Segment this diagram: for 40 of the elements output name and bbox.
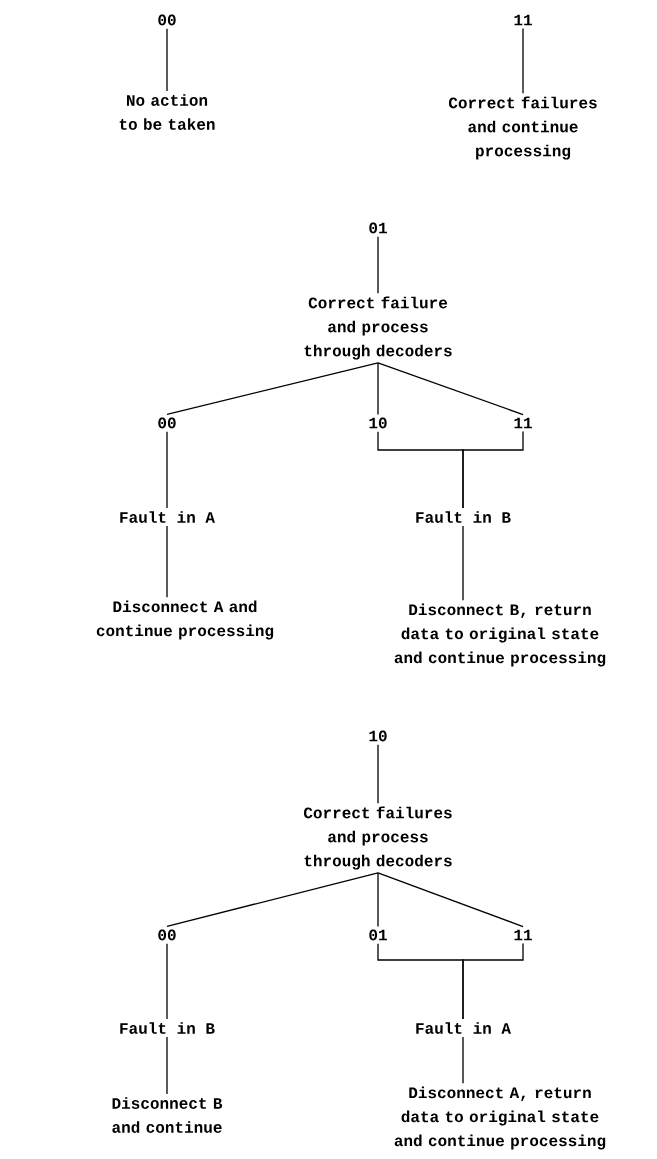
code-label: 10 bbox=[369, 417, 387, 429]
code-label: 00 bbox=[158, 14, 176, 26]
connector-line bbox=[166, 28, 168, 92]
code-label: 11 bbox=[514, 417, 532, 429]
connector-line bbox=[377, 362, 524, 416]
connector-line bbox=[377, 362, 379, 416]
action-text: Correct failures and continue processing bbox=[448, 96, 597, 160]
connector-line bbox=[166, 1036, 168, 1095]
fault-text: Fault in B bbox=[120, 1022, 215, 1034]
fault-text: Fault in A bbox=[120, 511, 215, 523]
code-label: 00 bbox=[158, 929, 176, 941]
connector-line bbox=[462, 1036, 464, 1084]
connector-line bbox=[166, 362, 379, 416]
action-text: Correct failure and process through decoders bbox=[304, 296, 452, 360]
connector-line bbox=[462, 942, 524, 1020]
connector-line bbox=[377, 236, 379, 294]
code-label: 00 bbox=[158, 417, 176, 429]
action-text: Disconnect B and continue bbox=[112, 1097, 223, 1133]
code-label: 11 bbox=[514, 14, 532, 26]
action-text: No action to be taken bbox=[119, 94, 215, 130]
connector-line bbox=[166, 525, 168, 598]
connector-line bbox=[377, 872, 379, 928]
connector-line bbox=[166, 872, 379, 928]
fault-text: Fault in B bbox=[416, 511, 511, 523]
action-text: Disconnect B, return data to original state and continue processing bbox=[394, 603, 606, 667]
action-text: Correct failures and process through decoders bbox=[303, 806, 452, 870]
action-text: Disconnect A and continue processing bbox=[96, 600, 274, 640]
connector-line bbox=[166, 943, 168, 1020]
connector-line bbox=[522, 27, 524, 94]
connector-line bbox=[462, 430, 524, 509]
code-label: 10 bbox=[369, 730, 387, 742]
connector-line bbox=[166, 431, 168, 509]
action-text: Disconnect A, return data to original state and continue processing bbox=[394, 1086, 606, 1150]
fault-text: Fault in A bbox=[416, 1022, 511, 1034]
code-label: 01 bbox=[369, 929, 387, 941]
connector-line bbox=[377, 872, 524, 928]
connector-line bbox=[377, 744, 379, 804]
connector-line bbox=[462, 525, 464, 601]
code-label: 11 bbox=[514, 929, 532, 941]
code-label: 01 bbox=[369, 222, 387, 234]
